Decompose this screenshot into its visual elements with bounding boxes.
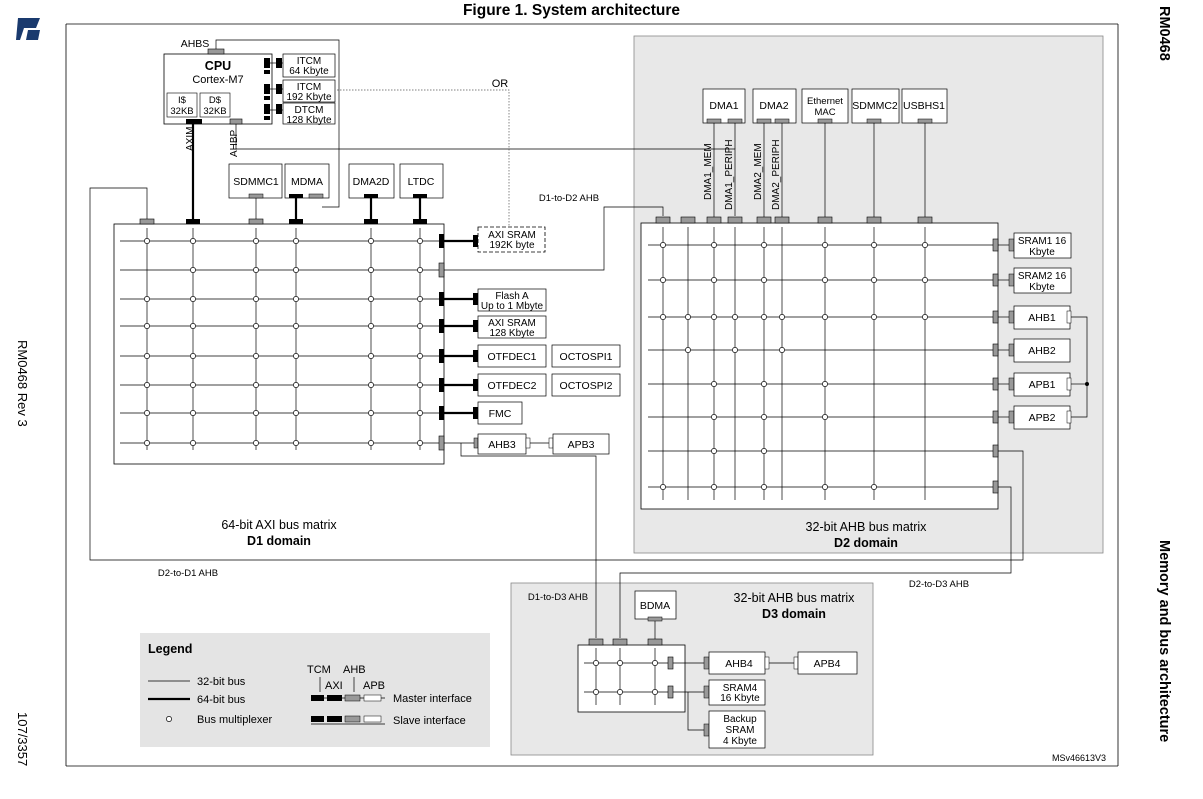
svg-text:DMA2D: DMA2D [353, 176, 390, 188]
svg-text:32-bit bus: 32-bit bus [197, 676, 246, 688]
svg-text:Master interface: Master interface [393, 693, 472, 705]
ahbs-label: AHBS [181, 38, 210, 50]
d1-domain-label: D1 domain [247, 534, 311, 548]
svg-text:SDMMC2: SDMMC2 [852, 100, 898, 112]
d3-domain-label: D3 domain [762, 607, 826, 621]
d2-matrix-grid [648, 227, 993, 500]
svg-text:16 Kbyte: 16 Kbyte [720, 693, 760, 704]
d3-matrix-name: 32-bit AHB bus matrix [734, 591, 856, 605]
svg-text:128 Kbyte: 128 Kbyte [489, 328, 534, 339]
svg-text:AHB3: AHB3 [488, 439, 516, 451]
svg-text:DTCM: DTCM [295, 105, 324, 116]
svg-text:Up to 1 Mbyte: Up to 1 Mbyte [481, 301, 544, 312]
svg-text:FMC: FMC [489, 408, 512, 420]
svg-text:SRAM: SRAM [726, 725, 755, 736]
svg-text:AXI SRAM: AXI SRAM [488, 318, 536, 329]
svg-text:4 Kbyte: 4 Kbyte [723, 736, 757, 747]
svg-text:Kbyte: Kbyte [1029, 282, 1055, 293]
d1-bus-multiplexers [144, 238, 423, 446]
svg-text:OTFDEC2: OTFDEC2 [487, 380, 536, 392]
svg-text:I$: I$ [178, 95, 187, 106]
svg-text:DMA1: DMA1 [709, 100, 738, 112]
svg-text:Flash A: Flash A [495, 291, 529, 302]
svg-text:ITCM: ITCM [297, 56, 321, 67]
svg-text:64-bit bus: 64-bit bus [197, 694, 246, 706]
svg-text:Ethernet: Ethernet [807, 96, 843, 107]
legend-area [140, 633, 490, 747]
svg-text:Backup: Backup [723, 714, 757, 725]
svg-text:AHB4: AHB4 [725, 658, 753, 670]
svg-text:DMA2_MEM: DMA2_MEM [753, 143, 764, 200]
figure-title: Figure 1. System architecture [462, 2, 681, 19]
svg-text:Kbyte: Kbyte [1029, 247, 1055, 258]
svg-text:APB: APB [363, 680, 385, 692]
svg-text:SRAM2 16: SRAM2 16 [1018, 271, 1067, 282]
svg-text:SRAM4: SRAM4 [723, 683, 758, 694]
svg-text:D1-to-D3 AHB: D1-to-D3 AHB [528, 592, 588, 603]
svg-text:AXI SRAM: AXI SRAM [488, 230, 536, 241]
svg-text:AHB: AHB [343, 664, 366, 676]
svg-text:D2-to-D3 AHB: D2-to-D3 AHB [909, 579, 969, 590]
svg-text:AXIM: AXIM [185, 127, 196, 151]
svg-text:DMA1_MEM: DMA1_MEM [703, 143, 714, 200]
svg-text:AHB1: AHB1 [1028, 312, 1056, 324]
st-logo [16, 18, 40, 40]
d2-matrix-name: 32-bit AHB bus matrix [806, 520, 928, 534]
svg-text:DMA1_PERIPH: DMA1_PERIPH [724, 139, 735, 210]
svg-text:DMA2: DMA2 [759, 100, 788, 112]
svg-text:TCM: TCM [307, 664, 331, 676]
d1-axi-matrix [113, 223, 445, 465]
svg-text:SRAM1 16: SRAM1 16 [1018, 236, 1067, 247]
svg-text:OCTOSPI1: OCTOSPI1 [560, 351, 613, 363]
svg-text:AXI: AXI [325, 680, 343, 692]
svg-text:BDMA: BDMA [640, 600, 670, 612]
svg-text:D$: D$ [209, 95, 222, 106]
svg-text:D2-to-D1 AHB: D2-to-D1 AHB [158, 568, 218, 579]
svg-text:APB1: APB1 [1029, 379, 1056, 391]
svg-text:DMA2_PERIPH: DMA2_PERIPH [771, 139, 782, 210]
legend-title: Legend [148, 642, 192, 656]
d2-ahb-matrix [640, 222, 999, 510]
svg-text:OCTOSPI2: OCTOSPI2 [560, 380, 613, 392]
svg-text:32KB: 32KB [170, 106, 193, 117]
svg-text:128 Kbyte: 128 Kbyte [286, 115, 331, 126]
svg-text:MDMA: MDMA [291, 176, 323, 188]
svg-text:APB2: APB2 [1029, 412, 1056, 424]
d1-matrix-name: 64-bit AXI bus matrix [221, 518, 337, 532]
cpu-core: Cortex-M7 [192, 74, 243, 86]
d3-ahb-matrix [577, 644, 686, 713]
or-label: OR [492, 78, 509, 90]
svg-text:SDMMC1: SDMMC1 [233, 176, 279, 188]
svg-text:64 Kbyte: 64 Kbyte [289, 66, 329, 77]
svg-text:MAC: MAC [814, 107, 835, 118]
svg-text:Slave interface: Slave interface [393, 715, 466, 727]
svg-text:AHBP: AHBP [229, 129, 240, 157]
diagram-id: MSv46613V3 [1052, 753, 1106, 763]
d2-bus-multiplexers [660, 242, 928, 490]
svg-text:192 Kbyte: 192 Kbyte [286, 92, 331, 103]
svg-text:APB3: APB3 [568, 439, 595, 451]
svg-text:Bus multiplexer: Bus multiplexer [197, 714, 273, 726]
svg-text:LTDC: LTDC [408, 176, 435, 188]
svg-text:192K byte: 192K byte [489, 240, 534, 251]
cpu-title: CPU [205, 59, 231, 73]
svg-text:D1-to-D2 AHB: D1-to-D2 AHB [539, 193, 599, 204]
svg-text:OTFDEC1: OTFDEC1 [487, 351, 536, 363]
svg-text:USBHS1: USBHS1 [903, 100, 945, 112]
d2-domain-label: D2 domain [834, 536, 898, 550]
svg-text:ITCM: ITCM [297, 82, 321, 93]
svg-text:AHB2: AHB2 [1028, 345, 1056, 357]
svg-text:32KB: 32KB [203, 106, 226, 117]
svg-text:APB4: APB4 [814, 658, 841, 670]
